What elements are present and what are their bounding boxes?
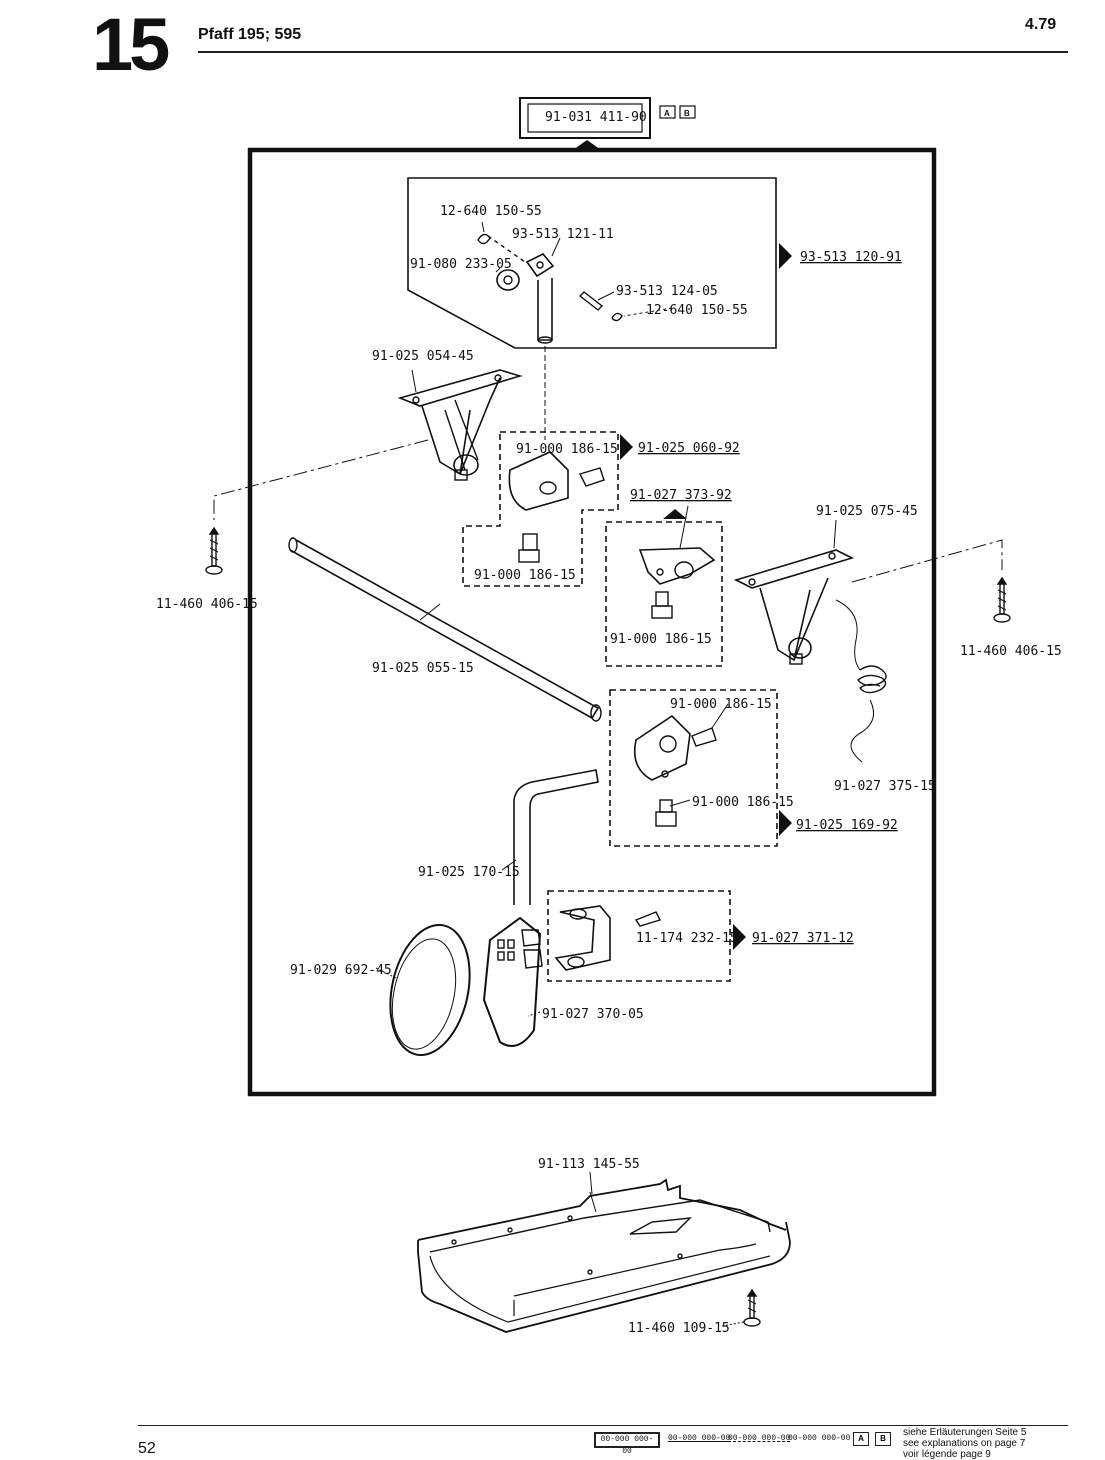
explanation-de: siehe Erläuterungen Seite 5 [903,1427,1027,1438]
assembly-number: 91-027 373-92 [630,488,732,503]
arrow-icon [663,509,687,519]
badge-b-frame [679,105,696,119]
part-label: 91-000 186-15 [692,795,794,810]
part-label: 11-460 406-15 [960,644,1062,659]
subassembly-box-top [407,177,777,349]
part-label: 91-025 170-15 [418,865,520,880]
badge-a-frame [659,105,676,119]
parts-diagram: 91-031 411-90 A B 12-640 150-55 93-513 1… [156,97,1062,1336]
legend-a: A [853,1432,869,1446]
part-label: 11-174 232-15 [636,931,738,946]
explanations: siehe Erläuterungen Seite 5 see explanat… [903,1427,1068,1460]
footer-rule [138,1425,1068,1426]
part-label: 12-640 150-55 [646,303,748,318]
explanation-en: see explanations on page 7 [903,1438,1026,1449]
legend-assembly-underline: 00-000 000-00 [668,1434,731,1443]
part-label: 91-025 054-45 [372,349,474,364]
legend-b: B [875,1432,891,1446]
part-label: 91-025 075-45 [816,504,918,519]
page-number: 52 [138,1440,156,1457]
part-label: 91-080 233-05 [410,257,512,272]
arrow-icon [779,810,792,836]
main-frame [247,147,937,1097]
part-label: 12-640 150-55 [440,204,542,219]
part-label: 91-029 692-45 [290,963,392,978]
part-label: 93-513 124-05 [616,284,718,299]
part-label: 91-113 145-55 [538,1157,640,1172]
part-label: 91-000 186-15 [516,442,618,457]
subassembly-box-clamp [462,431,619,587]
part-label: 91-000 186-15 [474,568,576,583]
subassembly-box-coupling [609,689,778,847]
issue-date: 4.79 [1025,16,1057,33]
assembly-number: 91-025 169-92 [796,818,898,833]
subassembly-box-hinge [547,890,731,982]
part-label: 91-025 055-15 [372,661,474,676]
model-title: Pfaff 195; 595 [198,26,302,43]
legend-assembly-dashed: 00-000 000-00 [728,1434,791,1443]
assembly-number: 91-025 060-92 [638,441,740,456]
chapter-number: 15 [92,3,170,86]
part-label: 93-513 121-11 [512,227,614,242]
arrow-icon [733,924,746,950]
part-label: 11-460 109-15 [628,1321,730,1336]
legend-part-number: 00-000 000-00 [788,1434,851,1443]
explanation-fr: voir légende page 9 [903,1449,991,1460]
arrow-icon [779,243,792,269]
header-rule [198,51,1068,53]
legend-assembly-frame: 00-000 000-00 [594,1432,660,1456]
badge-a: A [664,109,670,118]
part-label: 91-000 186-15 [670,697,772,712]
part-label: 91-027 375-15 [834,779,936,794]
part-label: 91-027 370-05 [542,1007,644,1022]
assembly-number: 91-027 371-12 [752,931,854,946]
main-assembly-number: 91-031 411-90 [545,110,647,125]
part-label: 11-460 406-15 [156,597,258,612]
part-label: 91-000 186-15 [610,632,712,647]
badge-b: B [684,109,690,118]
arrow-icon [620,434,633,460]
main-assembly-frame [519,97,651,139]
assembly-number: 93-513 120-91 [800,250,902,265]
